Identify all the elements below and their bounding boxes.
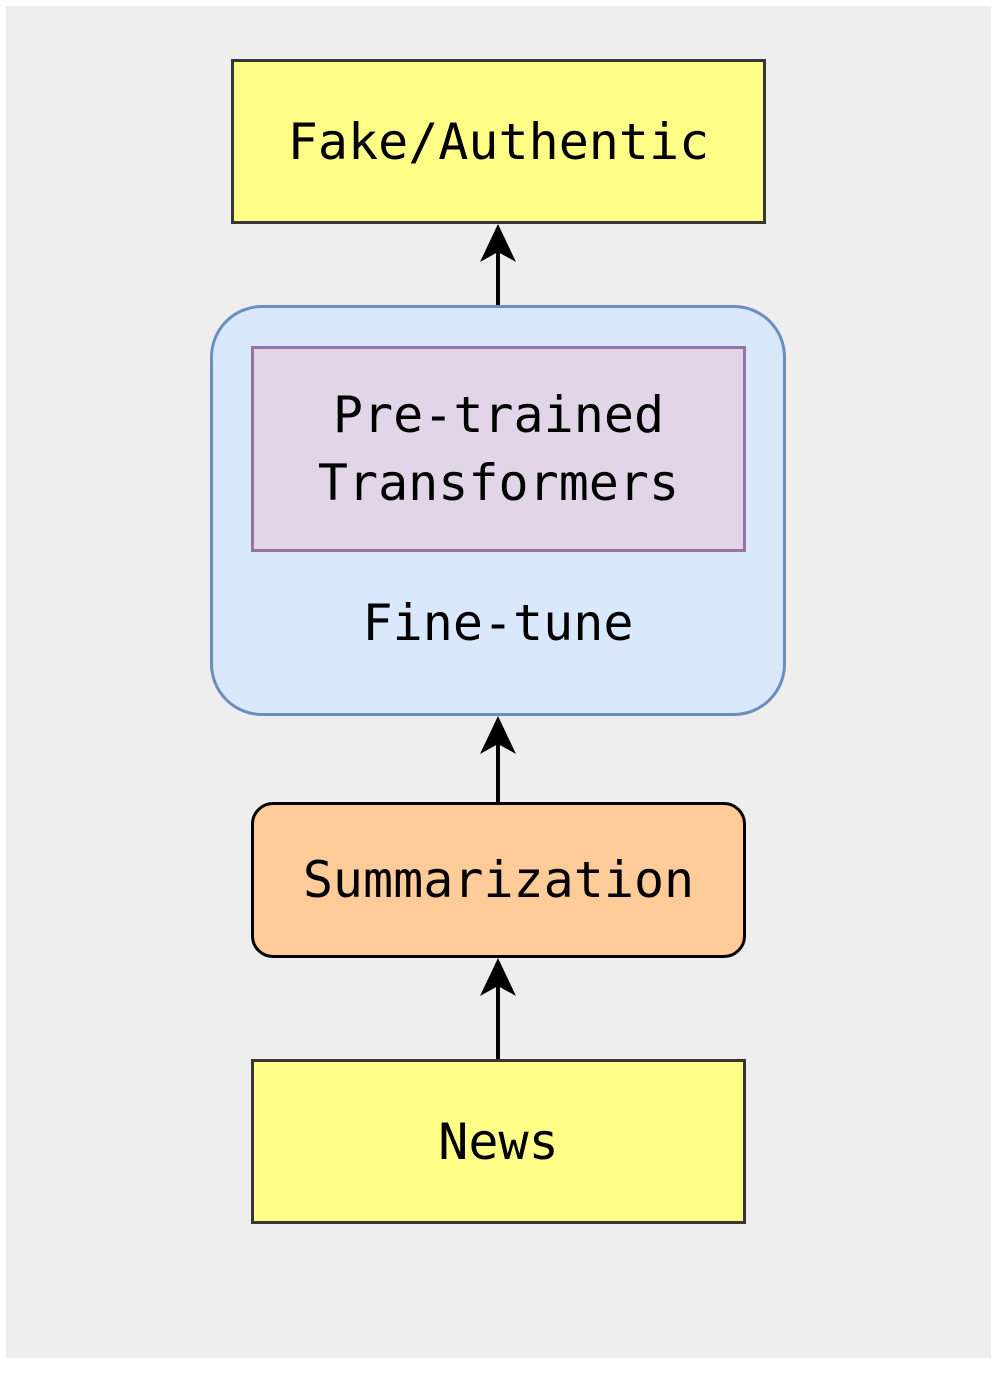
summarization-label: Summarization: [302, 851, 695, 909]
transformer-label-line2: Transformers: [317, 454, 680, 512]
transformer-node: Pre-trained Transformers: [251, 346, 746, 552]
output-node: Fake/Authentic: [231, 59, 766, 224]
finetune-label: Fine-tune: [362, 594, 634, 652]
input-label: News: [438, 1112, 559, 1171]
input-node: News: [251, 1059, 746, 1224]
output-label: Fake/Authentic: [287, 112, 710, 171]
summarization-node: Summarization: [251, 802, 746, 958]
transformer-label-line1: Pre-trained: [332, 386, 665, 444]
